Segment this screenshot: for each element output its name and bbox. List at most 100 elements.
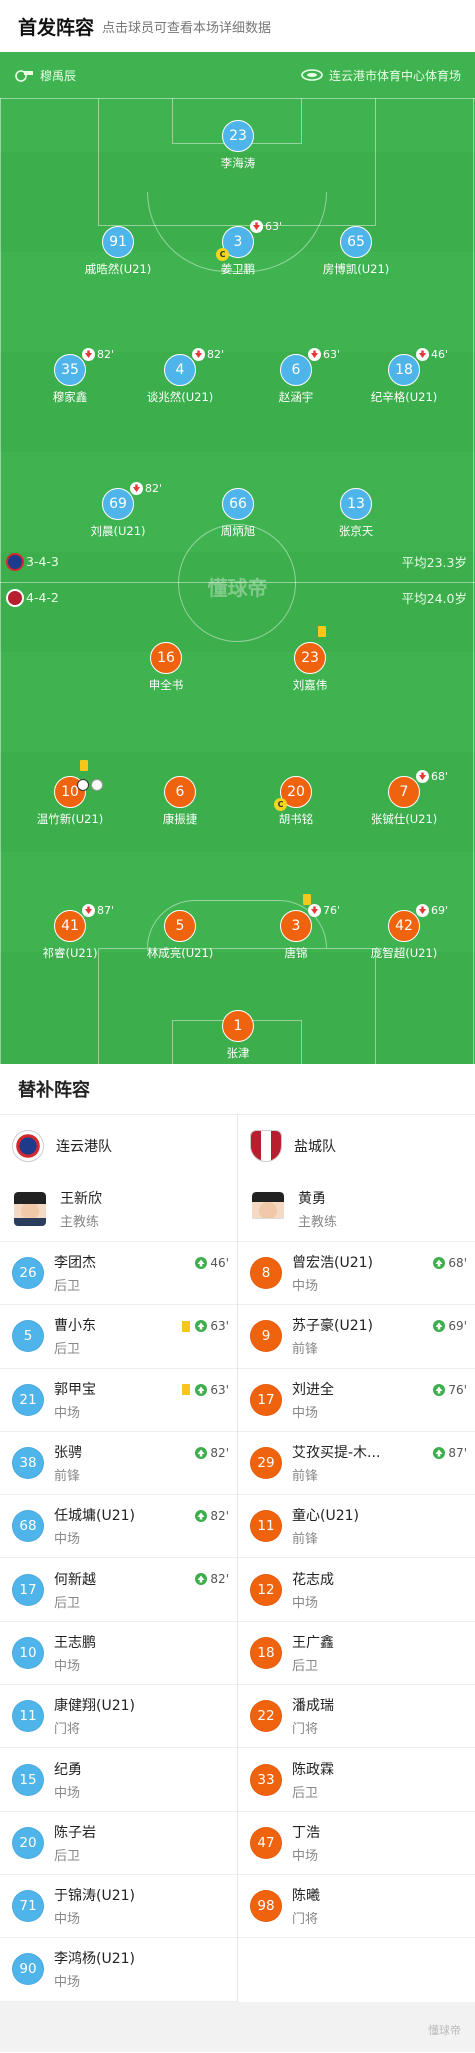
sub-event: 76' xyxy=(433,1383,467,1397)
substitution-out-badge: 46' xyxy=(416,348,448,361)
jersey-number: 13 xyxy=(340,488,372,520)
player-name: 赵涵宇 xyxy=(278,390,314,404)
jersey-number: 90 xyxy=(12,1953,44,1986)
player-position: 中场 xyxy=(54,1785,81,1801)
jersey-number: 18 xyxy=(388,354,420,386)
sub-event: 87' xyxy=(433,1446,467,1460)
assist-icon xyxy=(91,779,103,791)
sub-in-icon xyxy=(433,1320,446,1333)
player-name: 张铖仕(U21) xyxy=(370,812,438,826)
home-player-10[interactable]: 13 张京天 xyxy=(296,488,416,539)
away-coach-row[interactable]: 黄勇主教练 xyxy=(238,1176,475,1242)
coach-avatar xyxy=(14,1191,46,1226)
whistle-icon xyxy=(15,70,33,82)
sub-in-icon xyxy=(433,1383,446,1396)
player-position: 中场 xyxy=(54,1532,81,1548)
sub-minute: 46' xyxy=(431,348,449,361)
yellow-card-icon xyxy=(80,760,88,771)
player-position: 后卫 xyxy=(54,1595,81,1611)
yellow-card-icon xyxy=(303,894,311,905)
home-coach-row[interactable]: 王新欣主教练 xyxy=(0,1176,237,1242)
player-name: 庞智超(U21) xyxy=(370,946,438,960)
substitution-out-badge: 63' xyxy=(308,348,340,361)
jersey-number: 10 xyxy=(12,1636,44,1669)
player-position: 后卫 xyxy=(292,1658,319,1674)
jersey-number: 66 xyxy=(222,488,254,520)
substitution-out-badge: 87' xyxy=(82,904,114,917)
jersey-number: 23 xyxy=(294,642,326,674)
player-position: 后卫 xyxy=(54,1342,81,1358)
player-name: 张京天 xyxy=(338,524,374,538)
player-position: 中场 xyxy=(292,1848,319,1864)
player-name: 穆家鑫 xyxy=(52,390,88,404)
home-team-row[interactable]: 连云港队 xyxy=(0,1114,237,1176)
jersey-number: 22 xyxy=(250,1700,282,1733)
sub-in-icon xyxy=(195,1510,208,1523)
player-position: 中场 xyxy=(292,1595,319,1611)
player-position: 后卫 xyxy=(54,1848,81,1864)
player-position: 前锋 xyxy=(292,1532,319,1548)
substitution-out-badge: 82' xyxy=(82,348,114,361)
player-position: 中场 xyxy=(292,1405,319,1421)
substitution-out-badge: 63' xyxy=(250,220,282,233)
jersey-number: 29 xyxy=(250,1447,282,1480)
substitution-out-badge: 69' xyxy=(416,904,448,917)
substitution-out-badge: 82' xyxy=(130,482,162,495)
page-footer: 懂球帝 xyxy=(0,2001,475,2052)
away-team-row[interactable]: 盐城队 xyxy=(238,1114,475,1176)
sub-out-icon xyxy=(82,348,95,361)
starting-lineup-header: 首发阵容 点击球员可查看本场详细数据 xyxy=(0,0,475,52)
venue-name: 连云港市体育中心体育场 xyxy=(328,68,461,83)
sub-out-icon xyxy=(308,348,321,361)
away-coach-role: 主教练 xyxy=(298,1214,338,1230)
home-team-logo-icon xyxy=(6,552,24,571)
